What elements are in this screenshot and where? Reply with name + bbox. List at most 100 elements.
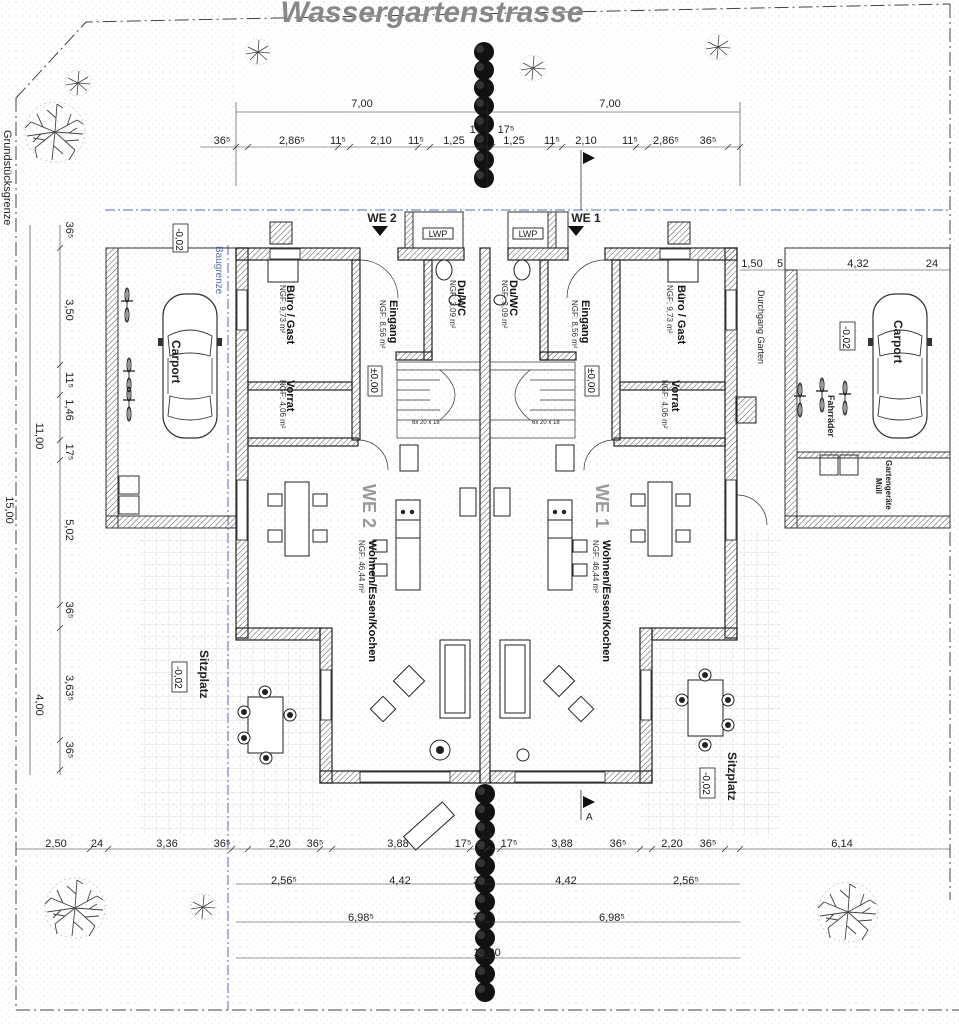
dimension-tick (488, 143, 496, 151)
dim-bottom-chain: 6,14 (831, 838, 852, 850)
stair-label-right: 6x 20 x 18 (532, 420, 560, 426)
section-marker: A (586, 812, 593, 823)
dim-bottom-chain: 2,50 (45, 838, 66, 850)
dim-bottom-chain: 2,20 (661, 838, 682, 850)
dim-top-chain: 17⁵ (498, 124, 515, 136)
we1-area-wohnen: NGF: 46,44 m² (591, 540, 600, 593)
we2-room-wohnen: Wohnen/Essen/Kochen (366, 540, 378, 662)
dim-left-total: 4,00 (33, 694, 45, 715)
we2-room-buero: Büro / Gast (284, 285, 296, 345)
property-line-label: Grundstücksgrenze (1, 130, 13, 225)
dim-left-total: 11,00 (33, 423, 45, 450)
fahrraeder-label: Fahrräder (826, 395, 836, 438)
dim-top-chain: 11⁵ (544, 135, 560, 147)
dim-left-chain: 1,46 (63, 399, 75, 420)
dimension-tick (86, 845, 94, 853)
dimension-tick (632, 143, 640, 151)
we2-area-duwc: NGF: 3,09 m² (448, 280, 457, 329)
dim-top-chain: 1,25 (443, 135, 464, 147)
we1-area-eingang: NGF: 8,56 m² (570, 300, 579, 349)
dim-top-chain: 11⁵ (622, 135, 638, 147)
dimension-tick (483, 845, 491, 853)
we2-area-buero: NGF: 9,73 m² (278, 285, 287, 334)
hedge-shrub (474, 96, 494, 116)
level-carport-left: -0,02 (173, 228, 184, 251)
dim-bottom-chain: 3,88 (551, 838, 572, 850)
dim-bottom-chain: 24 (91, 838, 103, 850)
dim-top-chain: 2,86⁵ (279, 135, 305, 147)
dimension-tick (736, 143, 744, 151)
dimension-tick (558, 143, 566, 151)
dim-top-chain: 11⁵ (330, 135, 346, 147)
we1-area-vorrat: NGF: 4,06 m² (660, 380, 669, 429)
we2-big-label: WE 2 (359, 484, 379, 528)
dim-bottom-chain: 3,88 (387, 838, 408, 850)
dimension-tick (334, 143, 342, 151)
dim-left-chain: 36⁵ (63, 222, 75, 239)
dimension-tick (104, 845, 112, 853)
dim-left-chain: 36⁵ (63, 742, 75, 759)
dimension-tick (228, 845, 236, 853)
dim-bottom-2: 2,56⁵ (271, 875, 297, 887)
muell-label: Müll (874, 478, 883, 494)
we1-room-buero: Büro / Gast (675, 285, 687, 345)
dim-top-chain: 1,25 (503, 135, 524, 147)
dim-bottom-chain: 36⁵ (610, 838, 627, 850)
hedge-shrub (474, 78, 494, 98)
we2-room-eingang: Eingang (387, 300, 399, 343)
dim-right-top: 1,50 (741, 258, 762, 270)
dimension-tick (56, 456, 64, 464)
dimension-tick (648, 845, 656, 853)
sitzplatz-left: Sitzplatz (197, 650, 211, 699)
we2-room-duwc: Du/WC (455, 280, 467, 316)
we1-room-vorrat: Vorrat (669, 380, 681, 412)
passage-label: Durchgang Garten (756, 290, 766, 364)
carport-label-left: Carport (169, 340, 183, 383)
dim-bottom-2: 4,42 (555, 875, 576, 887)
hedge-shrub (475, 784, 495, 804)
hedge-shrub (475, 982, 495, 1002)
we1-room-wohnen: Wohnen/Essen/Kochen (600, 540, 612, 662)
dim-top-chain: 36⁵ (214, 135, 231, 147)
lwp-label-left: LWP (429, 229, 448, 239)
dim-left-chain: 17⁵ (63, 444, 75, 461)
we2-area-eingang: NGF: 8,56 m² (378, 300, 387, 349)
dimension-tick (232, 143, 240, 151)
we2-area-vorrat: NGF: 4,06 m² (278, 380, 287, 429)
dimension-tick (56, 244, 64, 252)
hedge-shrub (475, 838, 495, 858)
dimension-tick (56, 601, 64, 609)
dim-bottom-2: 2,56⁵ (673, 875, 699, 887)
dim-top-half: 7,00 (599, 98, 620, 110)
level-sitzplatz-left: -0,02 (172, 666, 183, 689)
dim-bottom-chain: 3,36 (156, 838, 177, 850)
dim-bottom-3: 6,98⁵ (599, 912, 625, 924)
dimension-tick (476, 143, 484, 151)
dimension-tick (644, 143, 652, 151)
dim-right-top: 4,32 (847, 258, 868, 270)
we1-room-duwc: Du/WC (507, 280, 519, 316)
dim-bottom-chain: 36⁵ (700, 838, 717, 850)
hedge-shrub (474, 42, 494, 62)
hedge-shrub (475, 802, 495, 822)
dim-bottom-chain: 2,20 (269, 838, 290, 850)
dim-right-top: 24 (926, 258, 938, 270)
dim-right-top: 5 (777, 258, 783, 270)
hedge-shrub (474, 150, 494, 170)
dimension-tick (426, 143, 434, 151)
street-name: Wassergartenstrasse (281, 0, 584, 29)
hedge-shrub (475, 928, 495, 948)
hedge-shrub (474, 168, 494, 188)
dimension-tick (414, 143, 422, 151)
we1-area-duwc: NGF: 3,09 m² (500, 280, 509, 329)
dimension-tick (736, 845, 744, 853)
dim-bottom-chain: 17⁵ (501, 838, 518, 850)
hedge-shrub (474, 60, 494, 80)
dimension-tick (346, 143, 354, 151)
dim-top-chain: 17⁵ (470, 124, 487, 136)
dim-left-total: 15,00 (3, 496, 15, 524)
dim-small-mid: 13 (480, 829, 492, 841)
level-carport-right: -0,02 (840, 326, 851, 349)
dimension-tick (546, 143, 554, 151)
dim-top-half: 7,00 (351, 98, 372, 110)
